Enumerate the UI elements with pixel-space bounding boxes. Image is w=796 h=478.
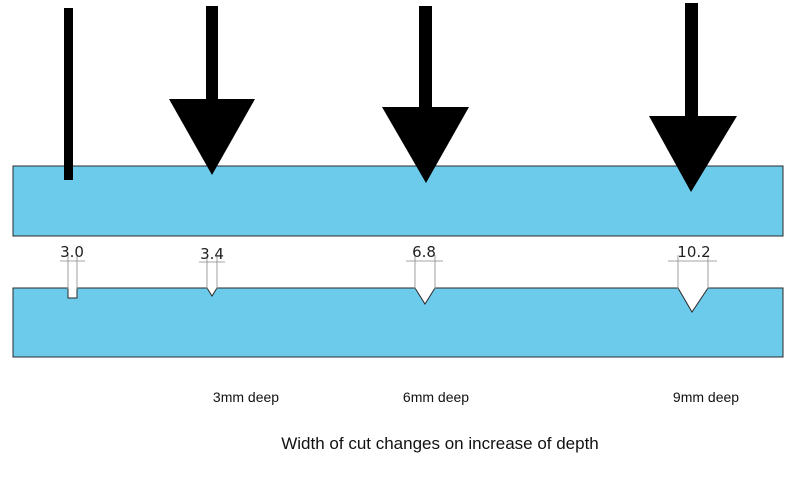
v-bit-arrow-icon [169, 6, 255, 175]
board-before-cut [12, 165, 784, 237]
cut-width-label: 6.8 [412, 243, 436, 261]
v-bit-arrow-icon [382, 6, 469, 183]
cut-width-label: 3.4 [200, 245, 224, 263]
board-after-cut [12, 287, 784, 358]
straight-bit-icon [64, 8, 73, 180]
cut-width-dimension: 3.0 [60, 243, 85, 289]
cut-width-dimension: 10.2 [668, 243, 717, 289]
cut-width-label: 10.2 [677, 243, 710, 261]
cut-width-label: 3.0 [60, 243, 84, 261]
cut-width-dimension: 6.8 [406, 243, 443, 289]
cut-width-dimension: 3.4 [199, 245, 225, 289]
depth-label: 3mm deep [213, 389, 279, 405]
depth-label: 6mm deep [403, 389, 469, 405]
diagram-caption: Width of cut changes on increase of dept… [281, 434, 599, 453]
v-bit-arrow-icon [649, 3, 737, 192]
depth-label: 9mm deep [673, 389, 739, 405]
